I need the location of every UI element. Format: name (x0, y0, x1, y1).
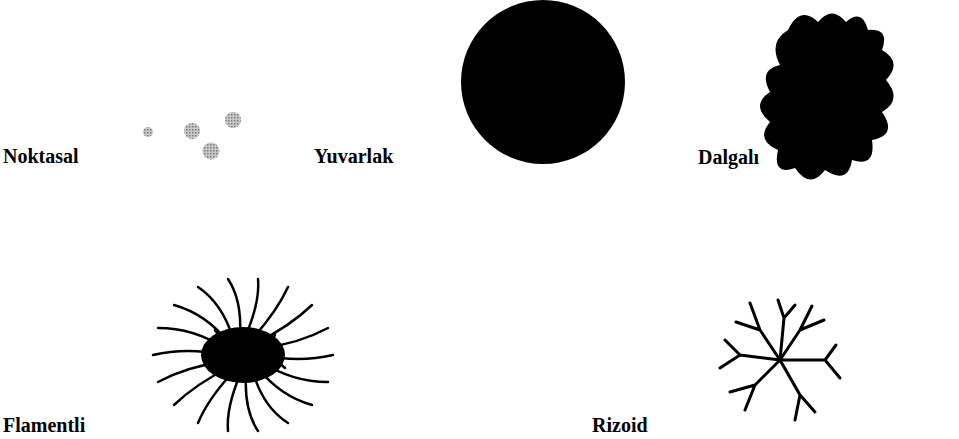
circular-colony (461, 0, 625, 164)
rhizoid-colony (720, 300, 840, 420)
colony-form-label: Yuvarlak (314, 145, 393, 167)
filamentous-colony (153, 279, 333, 431)
colony-form-label: Dalgalı (698, 146, 759, 168)
colony-form-label: Rizoid (592, 414, 648, 436)
colony-form-label: Noktasal (3, 145, 79, 167)
undulate-colony (760, 14, 894, 180)
colony-form-label: Flamentli (3, 414, 85, 436)
punctiform-colonies (143, 112, 241, 160)
